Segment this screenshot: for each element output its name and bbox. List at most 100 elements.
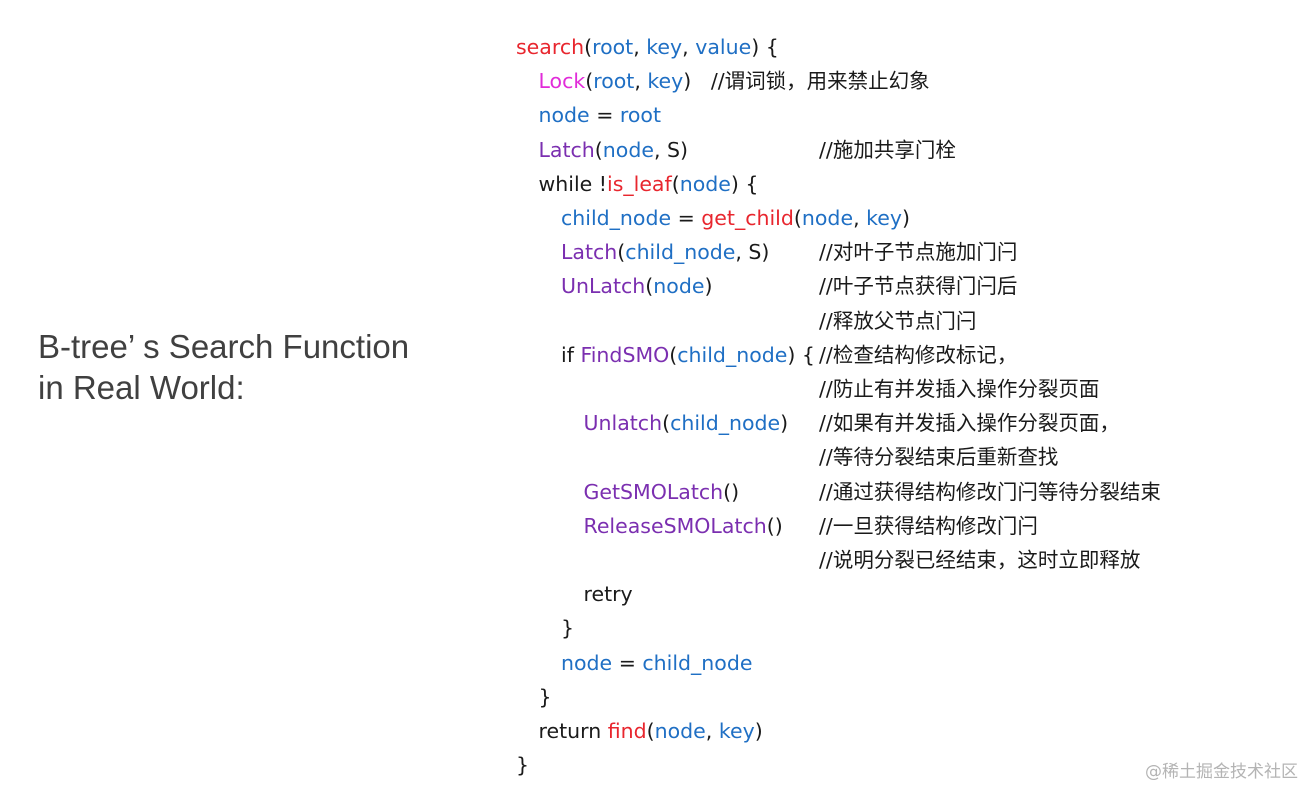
watermark: @稀土掘金技术社区 xyxy=(1145,762,1298,782)
code-token: node xyxy=(602,137,654,162)
code-token: ) xyxy=(704,274,713,299)
code-comment: //施加共享门栓 xyxy=(819,137,956,162)
code-comment: //释放父节点门闩 xyxy=(819,308,977,333)
code-text: Lock(root, key) //谓词锁，用来禁止幻象 xyxy=(539,69,930,93)
code-line: //释放父节点门闩 xyxy=(516,304,976,338)
code-text: Latch(node, S) xyxy=(539,138,689,162)
code-token: node xyxy=(653,274,705,299)
code-token: GetSMOLatch xyxy=(583,479,724,504)
code-line: retry xyxy=(516,577,633,611)
code-comment: //一旦获得结构修改门闩 xyxy=(819,513,1038,538)
code-text: ReleaseSMOLatch() xyxy=(584,514,783,538)
code-token: child_node xyxy=(642,650,753,675)
code-token: } xyxy=(561,616,575,641)
code-token: , xyxy=(633,35,647,59)
code-text: } xyxy=(561,616,574,640)
code-token: find xyxy=(607,719,647,743)
code-token: ( xyxy=(669,342,678,367)
code-token: UnLatch xyxy=(561,274,646,299)
code-token: key xyxy=(718,719,755,743)
code-line: //等待分裂结束后重新查找 xyxy=(516,440,1058,474)
code-token: ( xyxy=(646,719,655,743)
code-text: } xyxy=(516,753,529,777)
code-text: retry xyxy=(584,582,633,606)
code-line: search(root, key, value) { xyxy=(516,30,779,64)
code-line: return find(node, key) xyxy=(516,714,763,748)
code-comment: //防止有并发插入操作分裂页面 xyxy=(819,377,1100,401)
code-token: get_child xyxy=(701,206,794,230)
code-text: node = child_node xyxy=(561,651,752,675)
code-token: Latch xyxy=(561,240,618,265)
code-token: ( xyxy=(585,69,594,94)
code-token: ( xyxy=(645,274,654,299)
code-token: ) { xyxy=(787,342,815,367)
code-comment: //检查结构修改标记， xyxy=(819,342,1018,367)
code-line: node = child_node xyxy=(516,646,752,680)
code-token: node xyxy=(538,103,590,128)
code-text: search(root, key, value) { xyxy=(516,35,779,59)
code-token: , xyxy=(682,35,696,59)
code-token: , S) xyxy=(653,137,689,162)
code-token: ) { xyxy=(730,171,759,196)
code-line: node = root xyxy=(516,98,662,132)
code-token: ( xyxy=(793,206,802,230)
code-line: //防止有并发插入操作分裂页面 xyxy=(516,372,1099,406)
code-comment: //等待分裂结束后重新查找 xyxy=(819,445,1059,470)
code-line: //说明分裂已经结束，这时立即释放 xyxy=(516,543,1140,577)
code-token: } xyxy=(538,684,552,709)
code-token: , S) xyxy=(735,240,770,265)
code-text: while !is_leaf(node) { xyxy=(539,172,759,196)
code-token: = xyxy=(612,650,643,675)
code-token: ) xyxy=(780,411,789,436)
code-line: ReleaseSMOLatch() //一旦获得结构修改门闩 xyxy=(516,509,1038,543)
code-text: Unlatch(child_node) xyxy=(584,411,789,435)
code-line: child_node = get_child(node, key) xyxy=(516,201,910,235)
code-token: is_leaf xyxy=(607,171,672,196)
code-token: value xyxy=(695,35,752,59)
code-line: Latch(node, S) //施加共享门栓 xyxy=(516,133,956,167)
code-token: if xyxy=(561,342,581,367)
code-token: key xyxy=(647,69,684,94)
code-line: GetSMOLatch()//通过获得结构修改门闩等待分裂结束 xyxy=(516,475,1161,509)
code-token: ( xyxy=(662,411,671,436)
code-token: = xyxy=(589,103,620,128)
slide-title-line-2: in Real World: xyxy=(38,369,245,406)
code-token: child_node xyxy=(625,240,736,265)
code-line: if FindSMO(child_node) {//检查结构修改标记， xyxy=(516,338,1017,372)
code-comment: //对叶子节点施加门闩 xyxy=(819,240,1018,265)
code-token: FindSMO xyxy=(580,342,670,367)
code-token: child_node xyxy=(670,411,781,436)
code-token: root xyxy=(619,103,661,128)
code-line: } xyxy=(516,680,552,714)
code-token: search xyxy=(516,35,585,59)
code-line: while !is_leaf(node) { xyxy=(516,167,759,201)
slide-title: B-tree’ s Search Function in Real World: xyxy=(38,326,409,408)
code-line: } xyxy=(516,748,529,782)
code-token: ) xyxy=(754,719,763,743)
code-token: child_node xyxy=(561,206,672,230)
code-token: retry xyxy=(583,582,633,607)
code-comment: //通过获得结构修改门闩等待分裂结束 xyxy=(819,479,1161,504)
code-token: ( xyxy=(594,137,603,162)
code-text: child_node = get_child(node, key) xyxy=(561,206,910,230)
code-token: ReleaseSMOLatch xyxy=(583,513,767,538)
code-token: ) xyxy=(902,206,910,230)
code-token: ( xyxy=(671,171,680,196)
code-token: Lock xyxy=(538,69,586,94)
code-token: , xyxy=(853,206,867,230)
code-token: node xyxy=(561,650,613,675)
code-token: child_node xyxy=(677,342,788,367)
code-token: node xyxy=(801,206,854,230)
code-text: UnLatch(node) xyxy=(561,274,712,298)
slide-title-line-1: B-tree’ s Search Function xyxy=(38,328,410,365)
code-token: node xyxy=(654,719,706,743)
code-text: return find(node, key) xyxy=(539,719,763,743)
code-text: } xyxy=(539,685,552,709)
code-comment: //叶子节点获得门闩后 xyxy=(819,274,1018,299)
code-token: key xyxy=(866,206,902,230)
code-token: = xyxy=(671,206,702,230)
code-token: root xyxy=(592,35,634,59)
code-line: UnLatch(node) //叶子节点获得门闩后 xyxy=(516,269,1017,303)
code-line: Unlatch(child_node)//如果有并发插入操作分裂页面， xyxy=(516,406,1120,440)
code-token: root xyxy=(593,69,635,94)
